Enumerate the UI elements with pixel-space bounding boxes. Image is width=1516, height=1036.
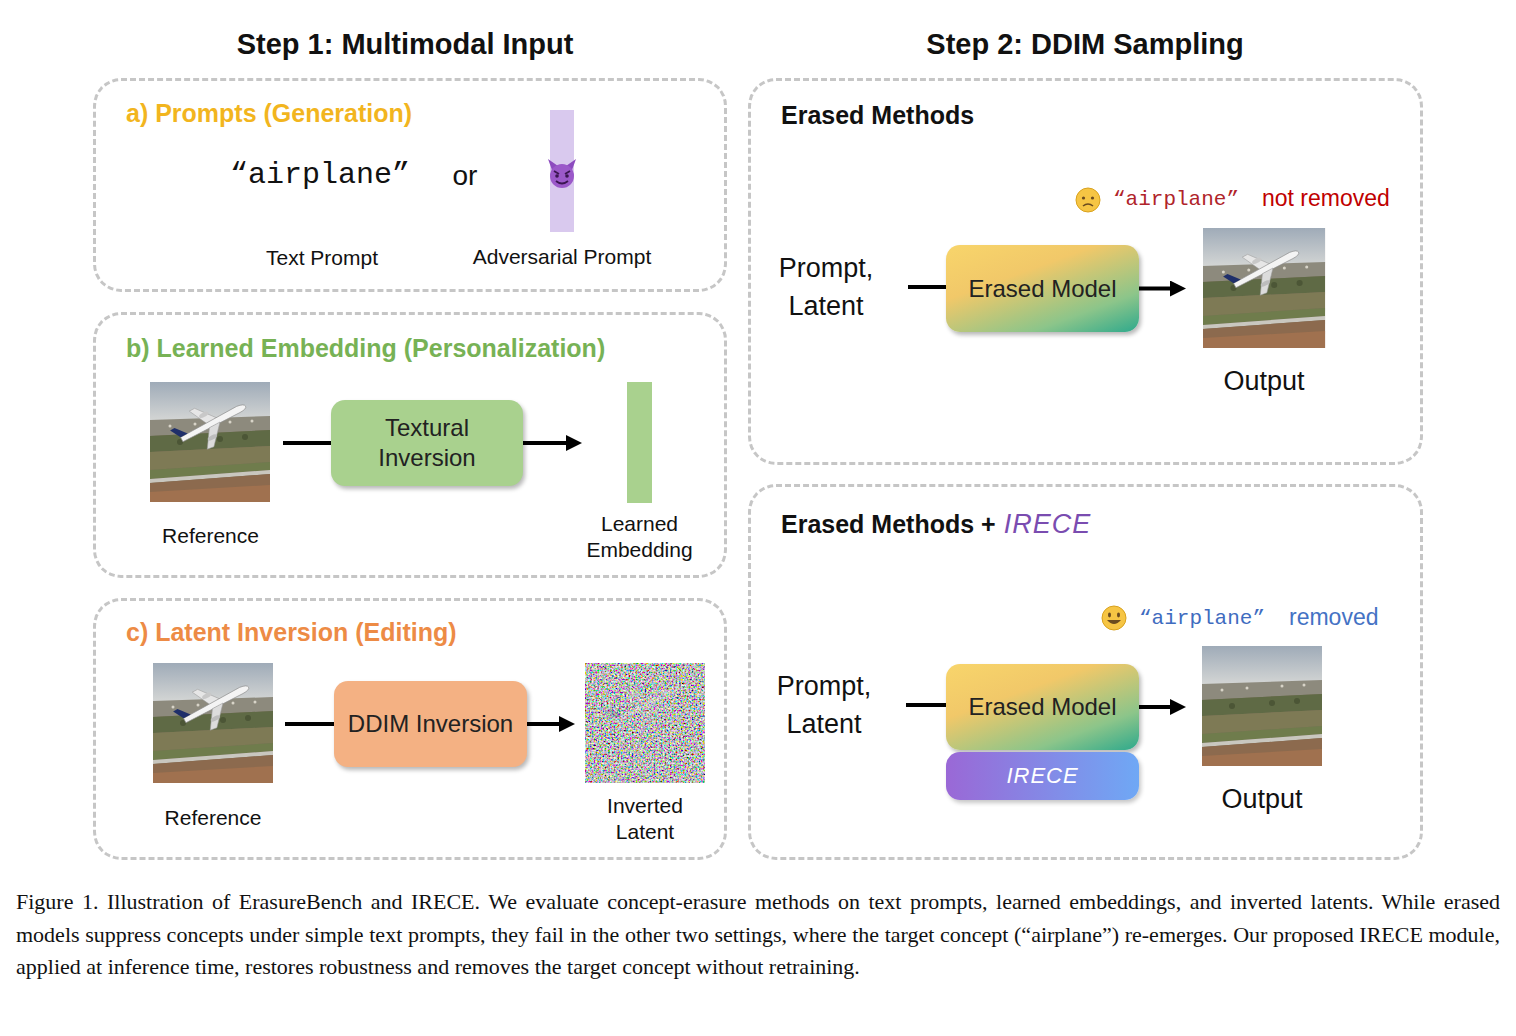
item-caption: Adversarial Prompt bbox=[452, 244, 672, 270]
flow-connector bbox=[908, 285, 946, 289]
panel-title: a) Prompts (Generation) bbox=[126, 98, 412, 128]
model-box: Erased Model bbox=[946, 245, 1139, 332]
item-caption: Learned Embedding bbox=[570, 511, 710, 563]
connector-word: or bbox=[453, 159, 478, 193]
panel-title: b) Learned Embedding (Personalization) bbox=[126, 333, 605, 363]
smile-emoji bbox=[1102, 606, 1126, 630]
landscape-photo bbox=[1202, 646, 1322, 766]
process-box: Textural Inversion bbox=[331, 400, 523, 486]
item-caption: Reference bbox=[141, 523, 281, 549]
panel-title: Erased Methods bbox=[781, 100, 974, 130]
input-label: Prompt, Latent bbox=[764, 667, 884, 743]
box-label: Erased Model bbox=[968, 692, 1116, 722]
flow-connector bbox=[285, 722, 334, 726]
panel-title: c) Latent Inversion (Editing) bbox=[126, 617, 457, 647]
item-caption: Reference bbox=[143, 805, 283, 831]
status-concept: “airplane” bbox=[1139, 606, 1265, 631]
airplane-photo bbox=[150, 382, 270, 502]
item-caption: Output bbox=[1192, 782, 1332, 816]
box-label: DDIM Inversion bbox=[348, 709, 513, 739]
column-heading: Step 1: Multimodal Input bbox=[237, 27, 574, 62]
module-box: IRECE bbox=[946, 752, 1139, 800]
flow-connector bbox=[283, 441, 331, 445]
noise-latent bbox=[585, 663, 705, 783]
flow-connector bbox=[1139, 287, 1170, 291]
box-label: IRECE bbox=[1006, 761, 1078, 791]
item-caption: Text Prompt bbox=[266, 245, 378, 270]
panel-heading: a) Prompts (Generation) bbox=[126, 98, 412, 128]
flow-connector bbox=[523, 441, 566, 445]
airplane-photo bbox=[1203, 228, 1325, 348]
figure-caption: Figure 1. Illustration of ErasureBench a… bbox=[16, 886, 1500, 984]
column-heading: Step 2: DDIM Sampling bbox=[926, 27, 1243, 62]
panel-title: Erased Methods + bbox=[781, 509, 996, 539]
dashed-panel: Erased MethodsPrompt, Latent Erased Model… bbox=[748, 78, 1423, 465]
airplane-photo bbox=[153, 663, 273, 783]
method-name: IRECE bbox=[1004, 509, 1092, 539]
output-image: Output bbox=[1202, 646, 1322, 766]
flow-connector bbox=[1139, 705, 1170, 709]
model-box: Erased Model bbox=[946, 664, 1139, 750]
output-image: Output bbox=[1203, 228, 1325, 348]
panel-heading: Erased Methods + IRECE bbox=[781, 509, 1091, 539]
adversarial-bar bbox=[550, 110, 574, 232]
box-label: Erased Model bbox=[968, 274, 1116, 304]
adversarial-bar: Adversarial Prompt bbox=[550, 110, 574, 232]
box-label: Textural Inversion bbox=[343, 413, 511, 473]
input-text: Prompt, Latent bbox=[764, 667, 884, 743]
panel-heading: b) Learned Embedding (Personalization) bbox=[126, 333, 605, 363]
sad-emoji bbox=[1076, 188, 1100, 212]
process-box: DDIM Inversion bbox=[334, 681, 527, 767]
embedding-bar: Learned Embedding bbox=[627, 382, 652, 503]
flow-connector bbox=[906, 703, 946, 707]
panel-heading: c) Latent Inversion (Editing) bbox=[126, 617, 457, 647]
panel-heading: Erased Methods bbox=[781, 100, 974, 130]
dashed-panel: Erased Methods + IRECE Prompt, Latent Erase… bbox=[748, 484, 1423, 860]
item-caption: Inverted Latent bbox=[575, 793, 715, 845]
prompt-text: “airplane” bbox=[230, 157, 410, 193]
latent-image: Inverted Latent bbox=[585, 663, 705, 783]
dashed-panel: c) Latent Inversion (Editing) Reference DD… bbox=[93, 598, 727, 860]
input-label: Prompt, Latent bbox=[766, 249, 886, 325]
devil-emoji bbox=[548, 159, 576, 188]
embedding-bar bbox=[627, 382, 652, 503]
status-text: not removed bbox=[1262, 185, 1390, 213]
dashed-panel: b) Learned Embedding (Personalization) Re… bbox=[93, 312, 727, 578]
input-text: Prompt, Latent bbox=[766, 249, 886, 325]
reference-image: Reference bbox=[153, 663, 273, 783]
reference-image: Reference bbox=[150, 382, 271, 502]
flow-connector bbox=[527, 722, 559, 726]
status-text: removed bbox=[1289, 604, 1378, 632]
item-caption: Output bbox=[1194, 364, 1334, 398]
status-concept: “airplane” bbox=[1113, 187, 1239, 212]
